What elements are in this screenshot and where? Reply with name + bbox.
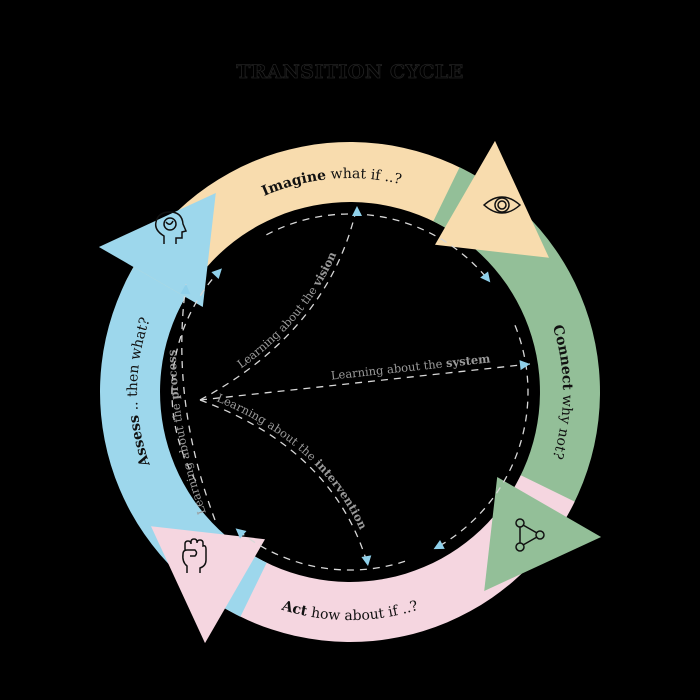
stage-arrowhead-act xyxy=(151,526,265,644)
learning-dashed-path xyxy=(199,363,531,401)
arrow-icon xyxy=(361,555,372,566)
stage-arrowhead-connect xyxy=(484,477,602,591)
cycle-ring xyxy=(98,140,602,644)
arrow-icon xyxy=(433,540,445,550)
learning-dashed-path xyxy=(181,283,216,521)
learning-loops xyxy=(171,205,531,571)
arrow-icon xyxy=(180,284,191,295)
arrow-icon xyxy=(211,268,222,280)
stage-band-connect xyxy=(433,167,600,518)
learning-label-intervention: Learning about the intervention xyxy=(215,391,371,533)
stage-arrowhead-assess xyxy=(98,193,216,307)
cycle-dashed-arc xyxy=(171,272,219,482)
stage-band-act xyxy=(225,475,575,642)
eye-icon xyxy=(482,196,522,214)
network-icon xyxy=(515,518,545,552)
stage-band-assess xyxy=(100,267,267,617)
arrow-icon xyxy=(352,206,362,216)
arrow-icon xyxy=(235,528,247,539)
stage-band-imagine xyxy=(125,142,476,309)
learning-label-system: Learning about the system xyxy=(330,351,491,382)
head-brain-icon xyxy=(154,211,188,244)
diagram-title: TRANSITION CYCLE xyxy=(236,61,464,83)
fist-icon xyxy=(182,538,207,573)
cycle-dashed-arc xyxy=(266,213,487,279)
arrow-icon xyxy=(480,271,491,283)
arrow-icon xyxy=(519,360,530,371)
learning-dashed-path xyxy=(199,205,358,401)
learning-label-vision: Learning about the vision xyxy=(235,249,340,371)
